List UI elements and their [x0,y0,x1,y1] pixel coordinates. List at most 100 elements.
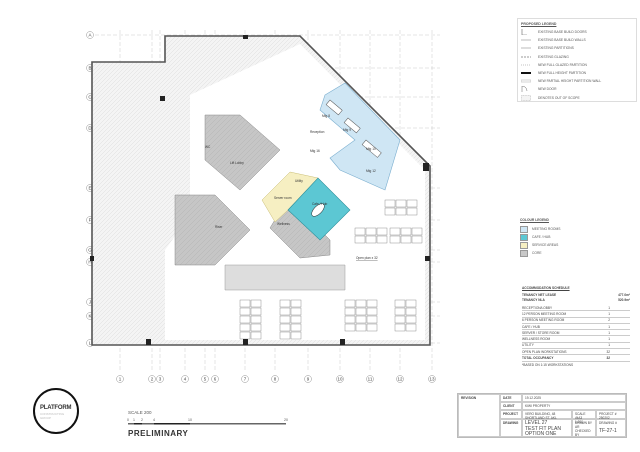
grid-label-col: 2 [151,377,154,382]
workstation-desk [394,315,406,324]
workstation-desk [250,299,262,308]
workstation-desk [376,227,388,236]
scale-tick-label: 20 [284,418,288,422]
legend-symbol-icon [521,86,531,93]
legend-item: EXISTING BASE BUILD DOORS [518,28,636,36]
workstation-desk [405,315,417,324]
schedule-row-label: 6 PERSON MEETING ROOM [522,318,565,323]
label-open-plan: Open plan x 32 [356,256,378,260]
grid-label-col: 4 [184,377,187,382]
colour-legend: COLOUR LEGEND MEETING ROOMS CAFE / HUB S… [520,218,560,257]
label-wellness: Wellness [277,222,290,226]
workstation-desk [344,299,356,308]
drawn-value: AR [575,425,580,429]
schedule-row-value: 1 [608,324,610,329]
grid-label-row: J [89,300,91,305]
legend-symbol-icon [521,79,531,84]
core-lower [174,194,251,266]
structural-column [90,256,94,261]
meeting-table [361,139,382,158]
project-value: VERO BUILDING, 48 SHORTLAND ST, AKL [522,410,572,420]
grid-label-row: A [88,33,91,38]
legend-symbol-icon [521,54,531,59]
workstation-desk [355,307,367,316]
swatch-cafe [520,233,528,241]
scale-tick-label: 0 [127,418,129,422]
workstations [239,99,423,340]
workstation-desk [366,299,378,308]
grid-bubble-col [241,375,249,383]
workstation-desk [394,323,406,332]
schedule-row-value: 1 [608,343,610,348]
workstation-desk [405,323,417,332]
legend-symbol-icon [521,62,531,67]
workstation-desk [279,331,291,340]
workstation-desk [400,235,412,244]
schedule-footnote: *BASED ON 1:15 WORKSTATIONS [522,362,574,367]
workstation-desk [355,299,367,308]
grid-bubble-col [271,375,279,383]
workstation-desk [406,199,418,208]
net-lease-label: TENANCY NET LEASE [522,293,557,297]
workstation-desk [354,227,366,236]
grid-bubble-col [366,375,374,383]
workstation-desk [290,299,302,308]
label-lift-lobby: Lift Lobby [230,161,244,165]
grid-label-row: L [89,341,92,346]
workstation-desk [394,307,406,316]
workstation-desk [384,199,396,208]
workstation-desk [290,315,302,324]
legend-item-label: EXISTING GLAZING [538,54,569,59]
structural-column [243,339,248,345]
schedule-row-value: 2 [608,318,610,323]
proposed-legend: PROPOSED LEGEND EXISTING BASE BUILD DOOR… [517,18,637,102]
workstation-desk [411,235,423,244]
core-left [204,114,281,191]
grid-bubble-col [156,375,164,383]
workstation-desk [344,323,356,332]
drawing-line-3: OPTION ONE [525,431,557,438]
label-server: Server room [274,196,292,200]
workstation-desk [355,315,367,324]
workstation-desk [366,323,378,332]
label-riser: Riser [215,225,223,229]
workstation-desk [290,307,302,316]
workstation-desk [365,235,377,244]
grid-label-col: 5 [204,377,207,382]
workstation-desk [395,207,407,216]
legend-item-label: NEW FULL HEIGHT PARTITION [538,71,587,76]
nla-value: 520.9m² [618,298,630,302]
legend-item-label: NEW DOOR [538,87,557,92]
legend-symbol-icon [521,71,531,76]
label-mtg16: Mtg 16 [310,149,320,153]
colour-cafe: CAFE / HUB [532,235,551,239]
grid-bubble-col [148,375,156,383]
colour-service: SERVICE AREAS [532,243,559,247]
drawn-label: DRAWN BY [575,421,593,425]
workstation-desk [344,307,356,316]
drawing-no-value: TF-27-1 [599,428,617,434]
legend-item: DENOTES OUT OF SCOPE [518,94,636,102]
workstation-desk [355,323,367,332]
client-label: CLIENT [503,404,515,408]
client-value: KIWI PROPERTY [522,402,626,410]
label-utility: Utility [295,179,303,183]
grid-bubble-col [336,375,344,383]
grid-label-row: K [88,314,91,319]
schedule-row-value: 1 [608,330,610,335]
structural-column [340,339,345,345]
legend-symbol-icon [521,29,531,36]
label-cafe: Cafe / Hub [312,202,327,206]
grid-label-col: 1 [119,377,122,382]
checked-label: CHECKED BY [575,429,591,437]
workstation-desk [239,315,251,324]
legend-item-label: NEW PARTIAL HEIGHT PARTITION WALL [538,79,602,84]
logo: PLATFORM CONSTRUCTING GROUP [33,388,79,434]
legend-item-label: DENOTES OUT OF SCOPE [538,95,580,100]
total-value: 32 [606,356,610,361]
workstation-desk [239,299,251,308]
